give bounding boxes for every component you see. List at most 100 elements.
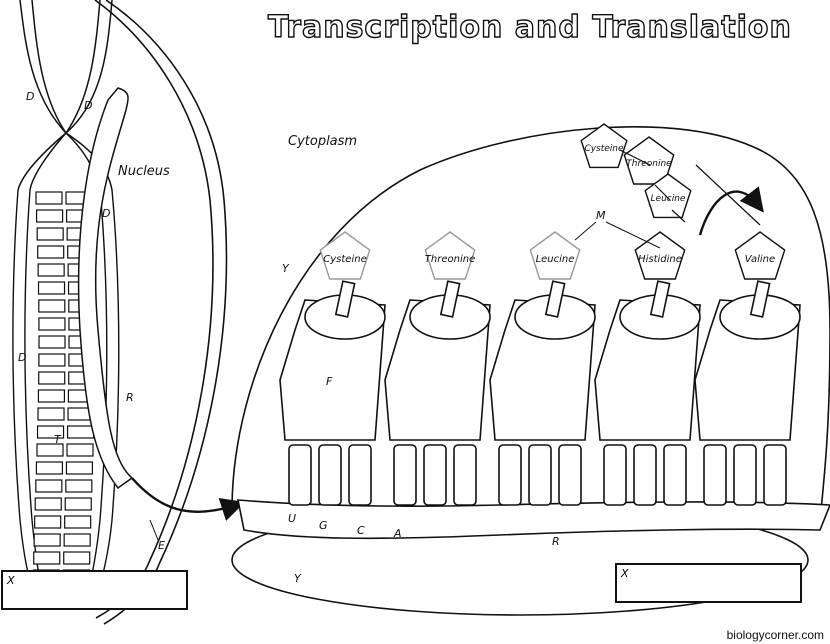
trna-4 bbox=[594, 280, 701, 506]
site-credit: biologycorner.com bbox=[726, 628, 824, 642]
amino-acid-shape bbox=[319, 231, 371, 280]
label-d-4: D bbox=[18, 351, 27, 364]
trna-stem bbox=[439, 280, 461, 318]
anticodon-pin bbox=[348, 444, 372, 506]
amino-acid-shape bbox=[529, 231, 581, 280]
dna-base-left bbox=[35, 461, 64, 475]
dna-base-left bbox=[38, 299, 66, 313]
worksheet-title: Transcription and Translation bbox=[267, 9, 792, 45]
label-m: M bbox=[596, 209, 606, 222]
cytoplasm-label: Cytoplasm bbox=[288, 134, 358, 149]
dna-base-right bbox=[65, 479, 93, 493]
anticodon-pin bbox=[763, 444, 787, 506]
base-c: C bbox=[357, 524, 365, 537]
anticodon-pin bbox=[453, 444, 477, 506]
dna-base-right bbox=[66, 425, 95, 439]
chain-bond-2 bbox=[654, 184, 671, 201]
amino-acid-shape bbox=[623, 136, 675, 185]
nucleus-label: Nucleus bbox=[118, 164, 170, 179]
dna-base-right bbox=[63, 551, 91, 565]
amino-acid-1: Cysteine bbox=[319, 231, 371, 280]
dna-base-left bbox=[38, 353, 66, 367]
amino-acid-label: Histidine bbox=[638, 254, 682, 265]
label-r-1: R bbox=[126, 391, 134, 404]
dna-base-left bbox=[36, 443, 64, 457]
anticodon-pin bbox=[558, 444, 582, 506]
amino-acid-label: Leucine bbox=[536, 254, 575, 265]
dna-base-left bbox=[33, 551, 61, 565]
label-r-2: R bbox=[552, 535, 560, 548]
m-pointer-line-2 bbox=[574, 221, 597, 241]
dna-base-right bbox=[64, 515, 92, 529]
anticodon-pin bbox=[528, 444, 552, 506]
dna-base-left bbox=[35, 479, 63, 493]
dna-base-left bbox=[37, 245, 65, 259]
answer-box-right[interactable]: X bbox=[615, 563, 802, 603]
dna-base-left bbox=[38, 335, 66, 349]
label-e: E bbox=[158, 539, 165, 552]
amino-acid-shape bbox=[634, 231, 686, 280]
trna-molecules bbox=[279, 280, 801, 506]
amino-acid-label: Valine bbox=[745, 254, 775, 265]
dna-base-left bbox=[36, 227, 64, 241]
amino-acid-3: Leucine bbox=[529, 231, 581, 280]
chain-bond-3 bbox=[671, 209, 686, 223]
dna-base-right bbox=[63, 533, 91, 547]
base-g: G bbox=[319, 519, 328, 532]
base-u: U bbox=[288, 512, 297, 525]
label-d-3: D bbox=[102, 207, 111, 220]
trna-5 bbox=[694, 280, 801, 506]
dna-base-left bbox=[35, 209, 64, 223]
curved-arrow-icon bbox=[131, 477, 246, 521]
base-a: A bbox=[394, 527, 402, 540]
amino-acid-shape bbox=[644, 173, 692, 219]
amino-acid-4: Histidine bbox=[634, 231, 686, 280]
chain-bond-4 bbox=[695, 164, 761, 226]
anticodon-pin bbox=[423, 444, 447, 506]
label-f: F bbox=[326, 375, 333, 388]
amino-acid-5: Valine bbox=[734, 231, 786, 280]
amino-acid-label: Cysteine bbox=[323, 254, 366, 265]
dna-base-left bbox=[37, 407, 65, 421]
chain-bond-1 bbox=[619, 149, 651, 166]
m-pointer-line bbox=[605, 221, 661, 249]
amino-acid-label: Threonine bbox=[425, 254, 475, 265]
amino-acid-shape bbox=[580, 123, 628, 169]
trna-stem bbox=[649, 280, 671, 318]
mrna-strand-nucleus bbox=[77, 87, 134, 490]
dna-base-right bbox=[66, 443, 94, 457]
anticodon-pin bbox=[703, 444, 727, 506]
amino-acid-shape bbox=[734, 231, 786, 280]
dna-base-left bbox=[33, 533, 61, 547]
e-pointer-line bbox=[149, 519, 159, 541]
trna-stem bbox=[544, 280, 566, 318]
chain-amino-acid-1: Cysteine bbox=[580, 123, 628, 169]
anticodon-pin bbox=[288, 444, 312, 506]
anticodon-pin bbox=[733, 444, 757, 506]
trna-3 bbox=[489, 280, 596, 506]
dna-base-left bbox=[37, 263, 65, 277]
dna-base-left bbox=[34, 497, 62, 511]
amino-acid-2: Threonine bbox=[424, 231, 476, 280]
trna-1 bbox=[279, 280, 386, 506]
answer-box-left-label: X bbox=[7, 574, 15, 587]
trna-2 bbox=[384, 280, 491, 506]
dna-base-left bbox=[37, 281, 66, 295]
answer-box-right-label: X bbox=[621, 567, 629, 580]
answer-box-left[interactable]: X bbox=[1, 570, 188, 610]
amino-acid-shape bbox=[424, 231, 476, 280]
trna-stem bbox=[334, 280, 356, 318]
dna-base-left bbox=[38, 371, 66, 385]
label-d-1: D bbox=[26, 90, 35, 103]
dna-base-right bbox=[65, 461, 94, 475]
peptide-arrow-icon bbox=[698, 186, 764, 236]
label-t: T bbox=[54, 433, 61, 446]
anticodon-pin bbox=[663, 444, 687, 506]
label-y-2: Y bbox=[294, 572, 301, 585]
anticodon-pin bbox=[393, 444, 417, 506]
label-y-1: Y bbox=[282, 262, 289, 275]
dna-base-left bbox=[37, 389, 66, 403]
